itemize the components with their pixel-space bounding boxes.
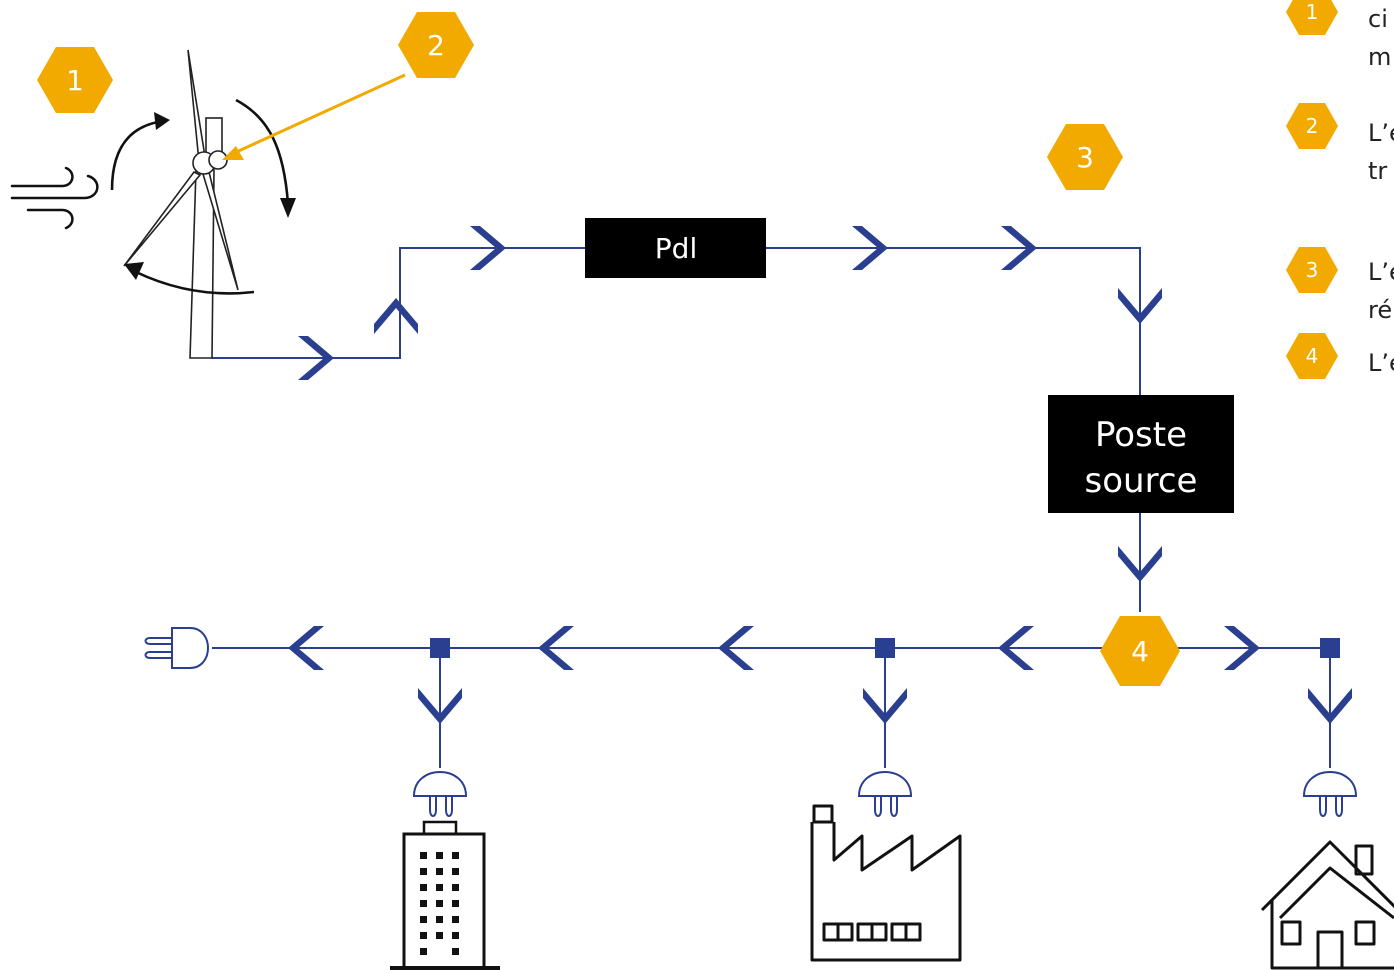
legend-2-line1: L’é	[1368, 119, 1394, 147]
junction-square-house	[1320, 638, 1340, 658]
wind-icon	[10, 166, 99, 230]
office-building-icon	[390, 820, 500, 970]
junction-square-factory	[875, 638, 895, 658]
legend-marker-4: 4	[1286, 333, 1338, 379]
plug-icon	[857, 760, 913, 817]
consumer-plugs	[412, 760, 1358, 817]
legend-3-line1: L’é	[1368, 258, 1394, 286]
markers: 1 2 3 4	[37, 12, 1180, 686]
poste-source-box: Poste source	[1048, 395, 1234, 513]
marker-2-number: 2	[427, 29, 445, 62]
legend-marker-3-number: 3	[1306, 258, 1319, 282]
poste-label-line2: source	[1085, 461, 1198, 501]
line-pdl-to-poste	[766, 247, 1141, 395]
marker-1-number: 1	[66, 64, 84, 97]
plug-icon	[144, 627, 209, 669]
legend-marker-1-number: 1	[1306, 0, 1319, 24]
marker-4-number: 4	[1131, 635, 1149, 668]
plug-icon	[1302, 760, 1358, 817]
pdl-box: Pdl	[585, 218, 766, 278]
legend-marker-2-number: 2	[1306, 114, 1319, 138]
plug-icon	[412, 760, 468, 817]
legend-text-3: L’é ré	[1368, 253, 1394, 329]
legend-marker-2: 2	[1286, 103, 1338, 149]
legend-text-2: L’é tr	[1368, 114, 1394, 190]
flow-arrow	[374, 298, 418, 334]
legend-1-line1: ci	[1368, 5, 1388, 33]
legend-marker-4-number: 4	[1306, 344, 1319, 368]
wind-turbine-icon	[123, 49, 239, 359]
marker-1: 1	[37, 47, 113, 113]
legend-text-1: ci m	[1368, 0, 1391, 76]
legend-1-line2: m	[1368, 43, 1392, 71]
marker-2: 2	[398, 12, 474, 78]
legend-markers: 1 2 3 4	[1286, 0, 1338, 379]
rotation-arrows	[110, 98, 290, 295]
junction-square-building	[430, 638, 450, 658]
legend-2-line2: tr	[1368, 157, 1388, 185]
legend-marker-3: 3	[1286, 247, 1338, 293]
marker-4: 4	[1100, 616, 1180, 686]
legend-marker-1: 1	[1286, 0, 1338, 35]
marker-3-number: 3	[1076, 141, 1094, 174]
legend-text-4: L’é	[1368, 344, 1394, 382]
legend-4-line1: L’é	[1368, 349, 1394, 377]
pointer-arrow	[222, 73, 406, 160]
pdl-label: Pdl	[655, 232, 697, 265]
house-icon	[1260, 840, 1394, 970]
rotation-arrowheads	[124, 112, 296, 280]
poste-label-line1: Poste	[1095, 415, 1187, 455]
legend-3-line2: ré	[1368, 296, 1393, 324]
marker-3: 3	[1047, 124, 1123, 190]
factory-icon	[810, 804, 962, 962]
junction-squares	[430, 638, 1340, 658]
